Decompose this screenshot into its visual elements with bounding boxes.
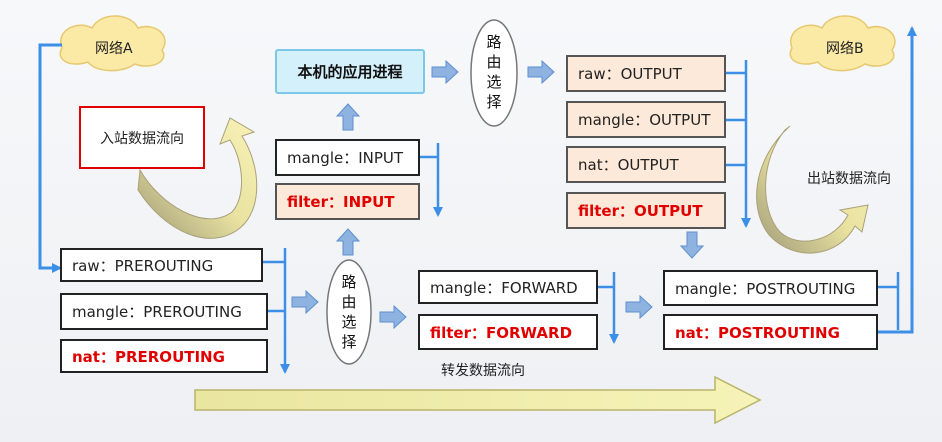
app-process-box: 本机的应用进程 [275,49,425,94]
mangle-forward-box: mangle：FORWARD [418,270,598,304]
outbound-label: 出站数据流向 [807,171,891,187]
cloud-b-shape [789,15,896,72]
filter-input-box: filter：INPUT [275,183,420,220]
inbound-label-box: 入站数据流向 [79,106,205,169]
forward-flow-arrow [194,375,762,425]
inbound-flow-arrow [137,117,258,239]
nat-output-box: nat：OUTPUT [566,146,726,183]
route-mid-text: 路由选择 [341,273,357,351]
nat-prerouting-box: nat：PREROUTING [60,339,268,373]
mangle-output-box: mangle：OUTPUT [566,101,726,138]
cloud-a-shape [59,15,166,72]
route-top-ellipse [470,19,518,127]
cloud-a-label: 网络A [95,41,133,57]
filter-output-box: filter：OUTPUT [566,192,726,229]
outbound-flow-arrow [756,125,869,254]
route-top-text: 路由选择 [486,33,502,111]
nat-postrouting-box: nat：POSTROUTING [663,314,878,350]
mangle-prerouting-box: mangle：PREROUTING [60,293,268,330]
raw-output-box: raw：OUTPUT [566,55,726,92]
cloud-b-label: 网络B [826,41,864,57]
filter-forward-box: filter：FORWARD [418,314,598,350]
mangle-input-box: mangle：INPUT [275,139,420,176]
forward-label: 转发数据流向 [441,363,525,379]
mangle-postrouting-box: mangle：POSTROUTING [663,270,878,306]
route-mid-ellipse [326,259,372,365]
raw-prerouting-box: raw：PREROUTING [60,248,263,282]
